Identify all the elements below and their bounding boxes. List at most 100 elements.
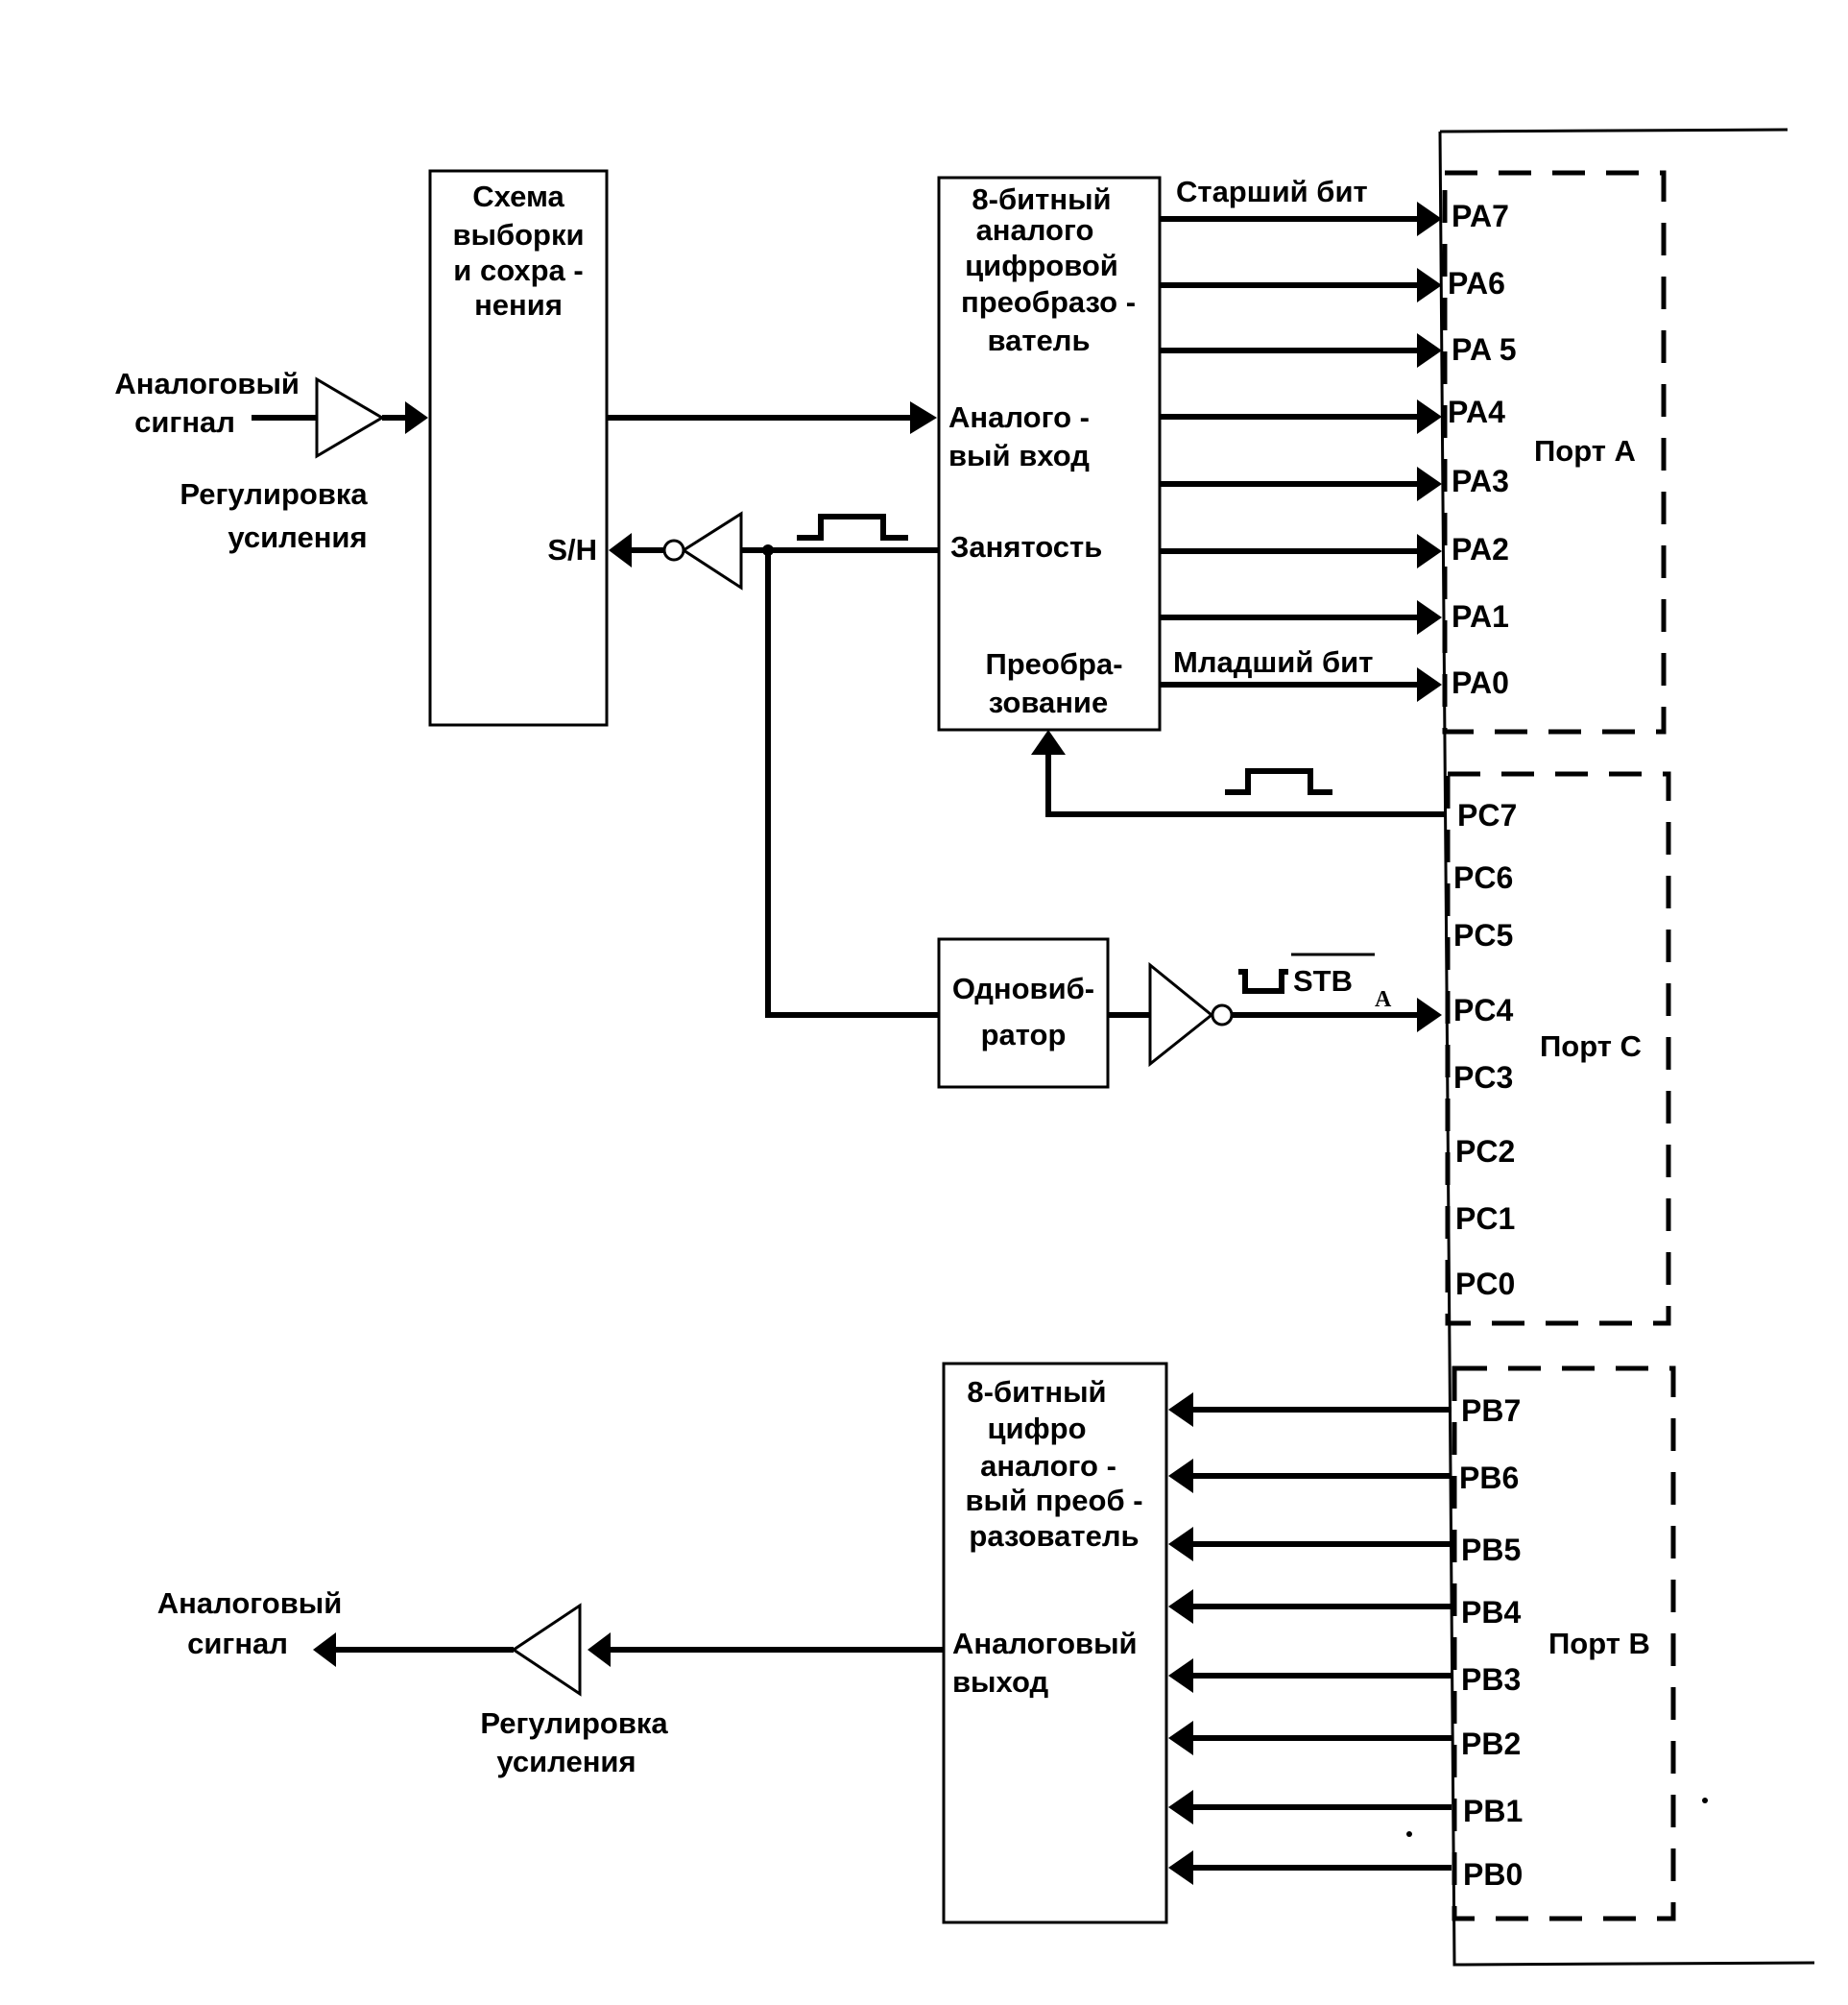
port-a-label: Порт A xyxy=(1534,434,1636,468)
pin-pc2: PC2 xyxy=(1455,1134,1515,1169)
chip-top-edge xyxy=(1439,128,1788,133)
dac-analog-output-line1: Аналоговый xyxy=(952,1627,1138,1660)
dac-block xyxy=(942,1362,1168,1924)
dac-title-line1: 8-битный xyxy=(967,1375,1106,1409)
pin-pb4: PB4 xyxy=(1461,1595,1521,1630)
arrowhead-icon xyxy=(1168,1459,1193,1493)
arrowhead-icon xyxy=(910,401,937,434)
pin-pc3: PC3 xyxy=(1453,1060,1513,1095)
adc-title-line2: аналого xyxy=(976,213,1094,247)
pin-pa7: PA7 xyxy=(1452,199,1509,233)
strobe-label: STB xyxy=(1293,964,1353,998)
adc-title-line5: ватель xyxy=(987,324,1090,357)
pin-pc1: PC1 xyxy=(1455,1201,1515,1236)
arrowhead-icon xyxy=(1031,730,1066,755)
sh-title-line2: выборки xyxy=(452,218,584,252)
scan-speck xyxy=(1702,1798,1708,1803)
port-a-pins: PA7 PA6 PA 5 PA4 PA3 PA2 PA1 PA0 xyxy=(1448,199,1517,700)
arrowhead-icon xyxy=(1417,268,1442,302)
arrowhead-icon xyxy=(1417,202,1442,236)
output-signal-label-line1: Аналоговый xyxy=(157,1586,343,1620)
dac-analog-output-line2: выход xyxy=(952,1665,1049,1699)
arrowhead-icon xyxy=(588,1632,611,1667)
sh-title-line4: нения xyxy=(474,288,563,322)
arrowhead-icon xyxy=(1417,600,1442,635)
adc-convert-line1: Преобра- xyxy=(985,647,1122,681)
arrowhead-icon xyxy=(1168,1392,1193,1427)
pin-pc7: PC7 xyxy=(1457,798,1517,833)
dac-data-bus xyxy=(1168,1392,1452,1885)
inverter-bubble-icon xyxy=(662,539,685,562)
input-gain-label-line1: Регулировка xyxy=(180,477,368,511)
convert-pulse-icon xyxy=(1225,768,1332,795)
port-b-label: Порт B xyxy=(1548,1627,1650,1660)
adc-data-bus xyxy=(1160,202,1442,702)
port-c-pins: PC7 PC6 PC5 PC4 PC3 PC2 PC1 PC0 xyxy=(1453,798,1517,1301)
arrowhead-icon xyxy=(1417,667,1442,702)
output-gain-label-line1: Регулировка xyxy=(480,1706,668,1740)
arrowhead-icon xyxy=(405,401,428,434)
pin-pb2: PB2 xyxy=(1461,1727,1521,1761)
pin-pa3: PA3 xyxy=(1452,464,1509,498)
one-shot-title-line1: Одновиб- xyxy=(952,972,1094,1005)
pin-pa6: PA6 xyxy=(1448,266,1505,301)
adc-busy-label: Занятость xyxy=(950,530,1102,564)
strobe-inverter-icon xyxy=(1148,961,1214,1068)
arrowhead-icon xyxy=(1417,467,1442,501)
scan-speck xyxy=(1406,1831,1412,1837)
arrowhead-icon xyxy=(1417,998,1442,1032)
one-shot-title-line2: ратор xyxy=(981,1018,1067,1051)
pin-pa4: PA4 xyxy=(1448,395,1505,429)
arrowhead-icon xyxy=(1168,1658,1193,1693)
arrowhead-icon xyxy=(1168,1527,1193,1561)
arrowhead-icon xyxy=(1168,1790,1193,1824)
arrowhead-icon xyxy=(1417,399,1442,434)
arrowhead-icon xyxy=(1417,333,1442,368)
pin-pb5: PB5 xyxy=(1461,1533,1521,1567)
output-gain-label-line2: усиления xyxy=(496,1745,636,1778)
strobe-pulse-icon xyxy=(1238,969,1288,994)
pin-pc4: PC4 xyxy=(1453,993,1513,1027)
pin-pa0: PA0 xyxy=(1452,665,1509,700)
arrowhead-icon xyxy=(313,1632,336,1667)
adc-block xyxy=(937,176,1162,732)
arrowhead-icon xyxy=(609,533,632,568)
arrowhead-icon xyxy=(1168,1850,1193,1885)
input-signal-label-line1: Аналоговый xyxy=(114,367,300,400)
port-c-frame xyxy=(1445,771,1671,1326)
adc-convert-line2: зование xyxy=(989,686,1108,719)
inverter-bubble-icon xyxy=(1211,1003,1234,1027)
chip-left-and-bottom-edge xyxy=(1438,131,1815,1967)
arrowhead-icon xyxy=(1168,1721,1193,1755)
port-a-frame xyxy=(1442,170,1667,735)
output-amplifier-icon xyxy=(511,1603,582,1697)
port-c-label: Порт C xyxy=(1540,1029,1642,1063)
pin-pa5: PA 5 xyxy=(1452,332,1517,367)
pin-pa1: PA1 xyxy=(1452,599,1509,634)
busy-pulse-icon xyxy=(797,514,908,541)
pin-pc0: PC0 xyxy=(1455,1267,1515,1301)
pin-pb6: PB6 xyxy=(1459,1461,1519,1495)
input-signal-label-line2: сигнал xyxy=(134,405,235,439)
input-gain-label-line2: усиления xyxy=(228,520,367,554)
dac-title-line4: вый преоб - xyxy=(965,1484,1142,1517)
sh-pin-label: S/H xyxy=(547,533,597,567)
adc-analog-input-line2: вый вход xyxy=(948,439,1090,472)
sh-title-line3: и сохра - xyxy=(453,254,583,287)
busy-inverter-icon xyxy=(681,511,743,591)
msb-label: Старший бит xyxy=(1176,175,1368,208)
lsb-label: Младший бит xyxy=(1173,645,1373,679)
pin-pb0: PB0 xyxy=(1463,1857,1523,1892)
dac-title-line3: аналого - xyxy=(980,1449,1116,1483)
port-b-frame xyxy=(1452,1365,1676,1921)
dac-title-line2: цифро xyxy=(987,1412,1086,1445)
input-amplifier-icon xyxy=(315,376,385,459)
pin-pb3: PB3 xyxy=(1461,1662,1521,1697)
output-signal-label-line2: сигнал xyxy=(187,1627,288,1660)
pin-pa2: PA2 xyxy=(1452,532,1509,567)
adc-title-line1: 8-битный xyxy=(972,182,1111,216)
adc-title-line3: цифровой xyxy=(965,249,1118,282)
pin-pc6: PC6 xyxy=(1453,860,1513,895)
sh-title-line1: Схема xyxy=(472,180,564,213)
